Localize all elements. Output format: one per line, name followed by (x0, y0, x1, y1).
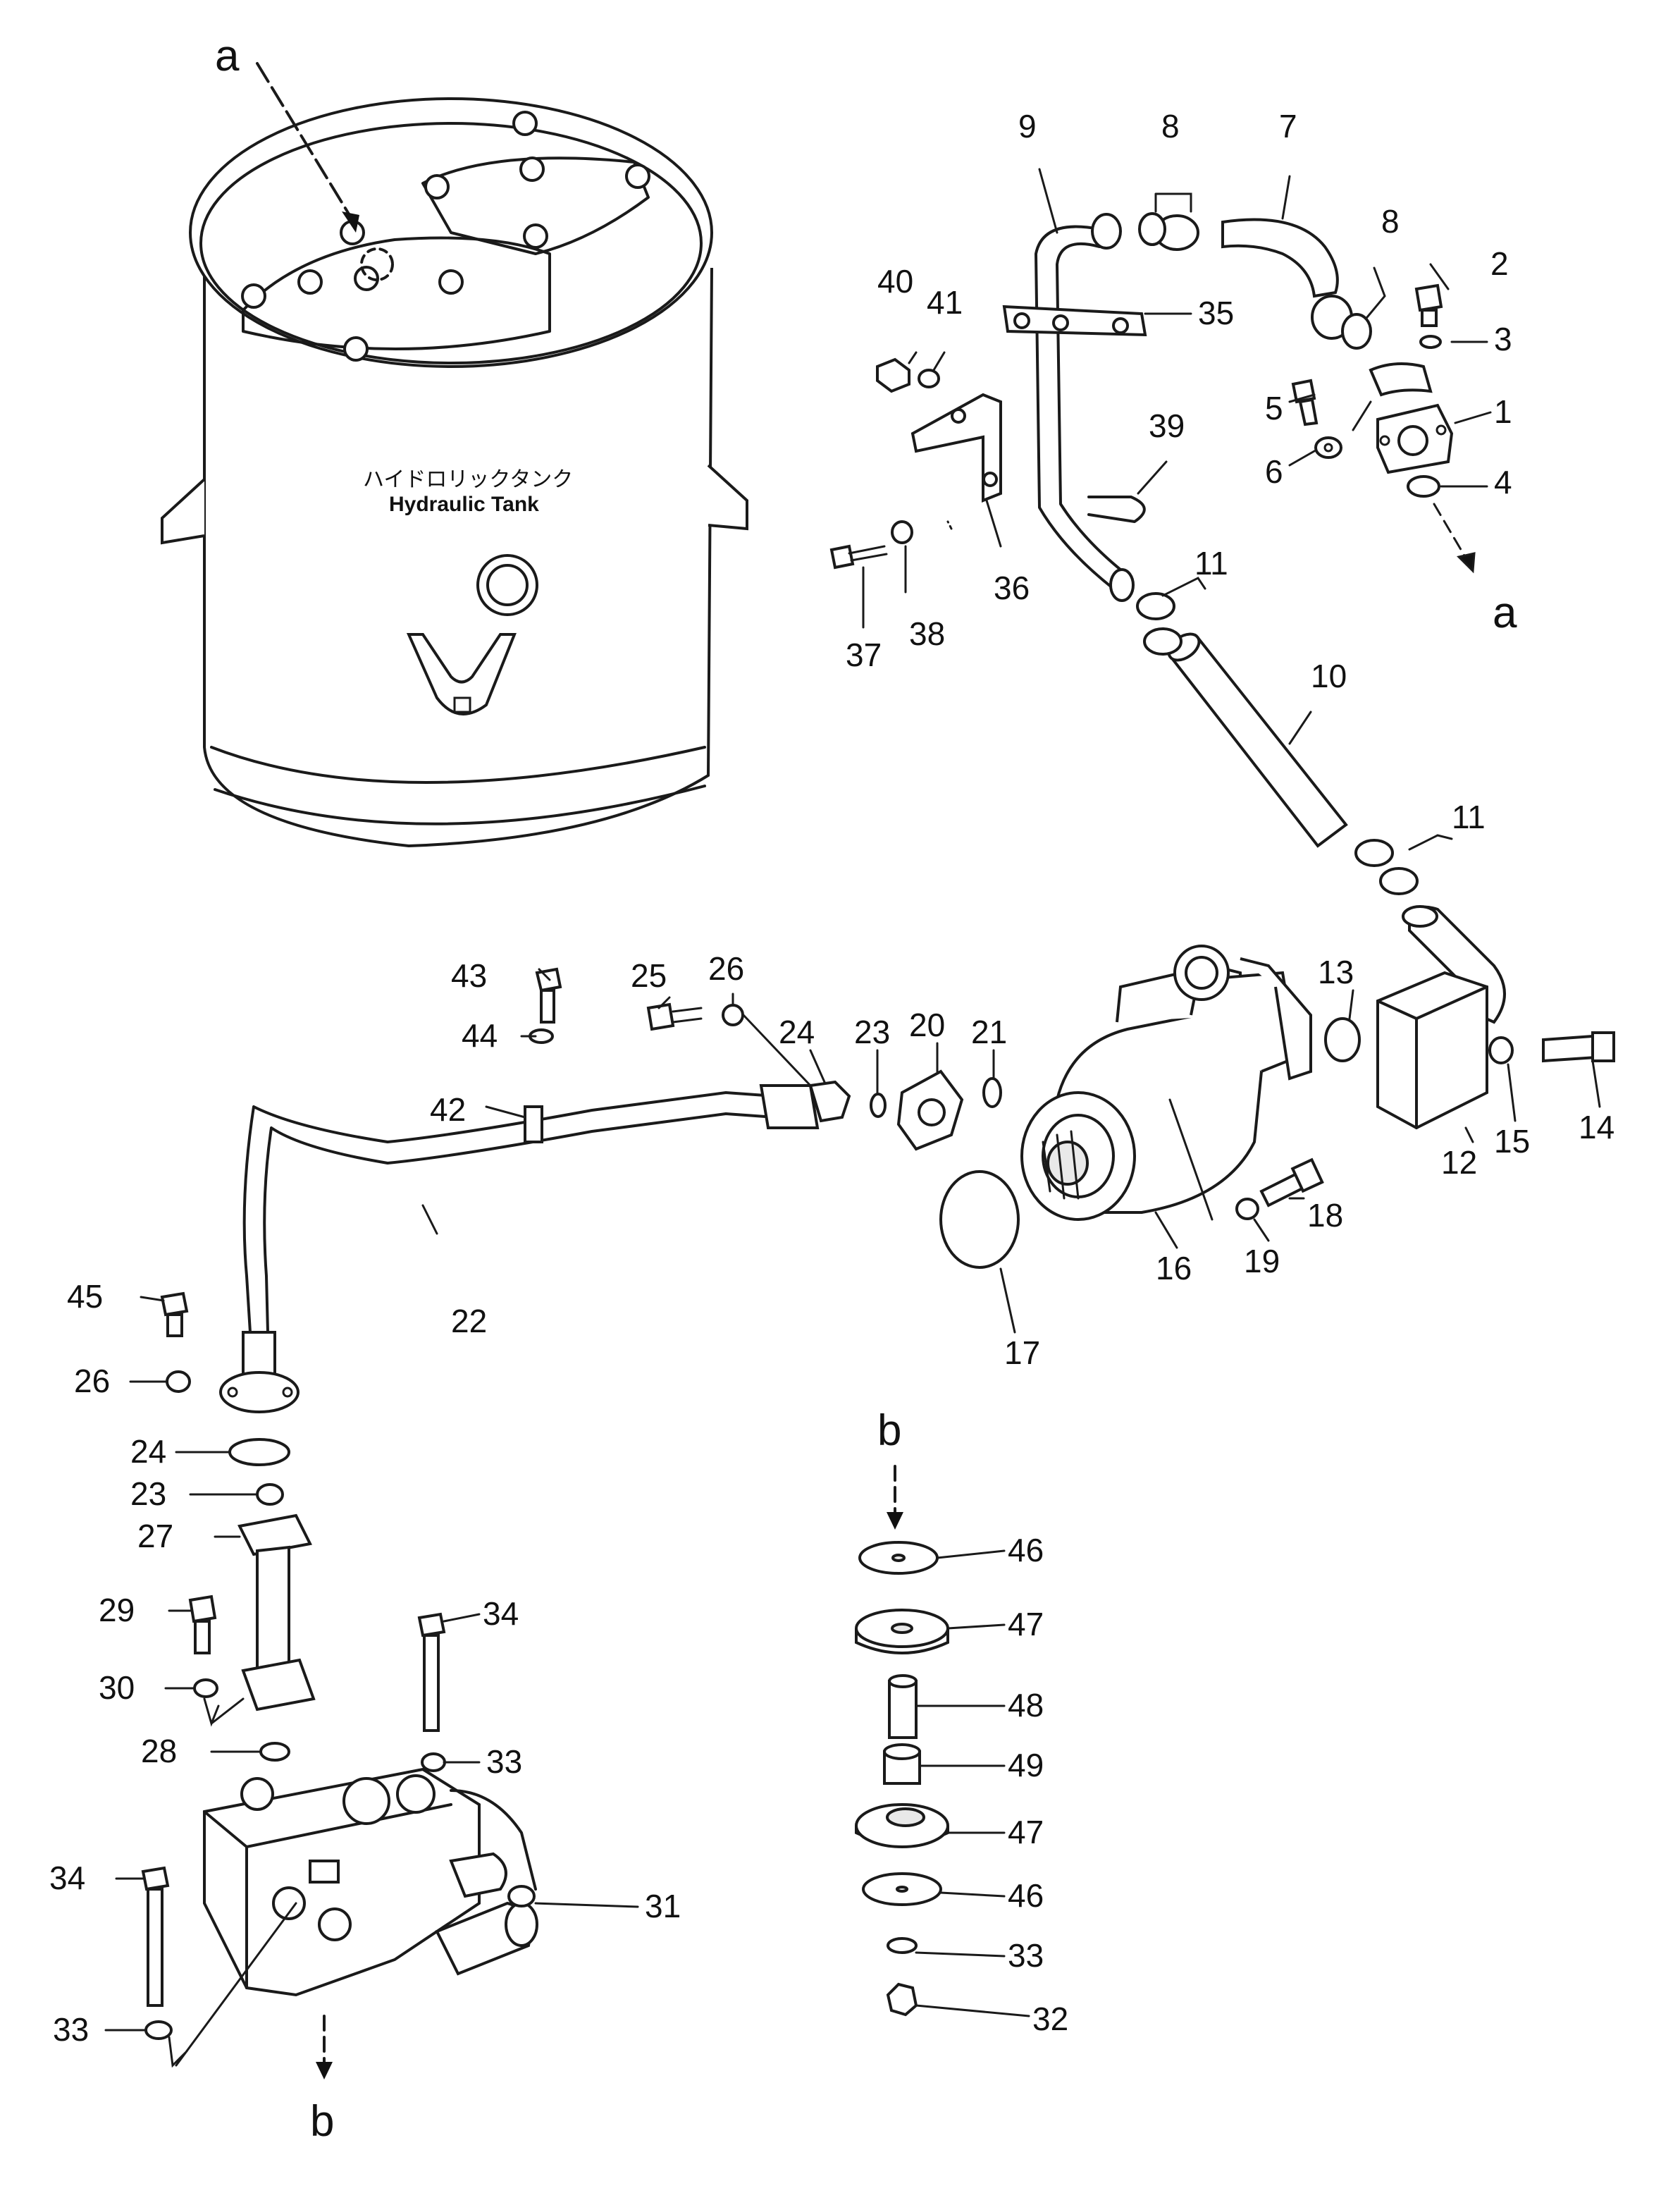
callout-13: 13 (1318, 954, 1354, 990)
callout-46-upper: 46 (1008, 1532, 1044, 1568)
callout-34-left: 34 (49, 1860, 85, 1896)
callout-15: 15 (1494, 1123, 1530, 1160)
pressure-hose (160, 967, 820, 1506)
callout-28: 28 (141, 1733, 177, 1769)
callout-3: 3 (1494, 321, 1512, 357)
callout-30: 30 (99, 1669, 135, 1706)
callout-18: 18 (1307, 1197, 1343, 1234)
callout-41: 41 (927, 284, 963, 321)
leader-lines (104, 168, 1601, 2068)
callout-29: 29 (99, 1592, 135, 1628)
callout-24-upper: 24 (779, 1014, 815, 1050)
callout-24-lower: 24 (130, 1433, 166, 1470)
callout-5: 5 (1265, 390, 1283, 426)
callout-12: 12 (1441, 1144, 1477, 1181)
callout-19: 19 (1244, 1243, 1280, 1279)
callout-8-upper: 8 (1161, 108, 1180, 145)
callout-33-valve-left: 33 (53, 2011, 89, 2048)
callout-26-upper: 26 (708, 950, 744, 987)
callout-4: 4 (1494, 464, 1512, 500)
callout-34-right: 34 (483, 1595, 519, 1632)
callout-22: 22 (451, 1303, 487, 1339)
view-marker-b-bottom: b (310, 2097, 334, 2146)
callout-labels: a 1 2 3 4 5 6 7 8 8 9 10 11 11 12 13 14 … (49, 108, 1614, 2048)
tank-label-en: Hydraulic Tank (389, 493, 539, 516)
callout-32: 32 (1032, 2001, 1068, 2037)
callout-37: 37 (846, 637, 882, 673)
callout-49: 49 (1008, 1747, 1044, 1783)
callout-33-mount: 33 (1008, 1937, 1044, 1974)
callout-45: 45 (67, 1278, 103, 1315)
callout-31: 31 (645, 1888, 681, 1924)
callout-2: 2 (1490, 245, 1509, 282)
callout-9: 9 (1018, 108, 1037, 145)
callout-23-upper: 23 (854, 1014, 890, 1050)
callout-42: 42 (430, 1091, 466, 1128)
callout-48: 48 (1008, 1687, 1044, 1723)
callout-36: 36 (994, 570, 1030, 606)
callout-11-lower: 11 (1452, 799, 1486, 835)
callout-46-lower: 46 (1008, 1877, 1044, 1914)
callout-38: 38 (909, 615, 945, 652)
callout-35: 35 (1198, 295, 1234, 331)
callout-7: 7 (1279, 108, 1297, 145)
view-marker-a-top: a (215, 32, 240, 80)
callout-16: 16 (1156, 1250, 1192, 1286)
hydraulic-pump (646, 945, 1324, 1269)
callout-8-lower: 8 (1381, 203, 1400, 240)
mount-stack: b (855, 1406, 949, 2017)
callout-39: 39 (1149, 407, 1185, 444)
tank-label-jp: ハイドロリックタンク (363, 467, 573, 492)
callout-14: 14 (1579, 1109, 1614, 1145)
callout-43: 43 (451, 957, 487, 994)
callout-20: 20 (909, 1007, 945, 1043)
control-valve-assembly: b (141, 1513, 538, 2146)
callout-17: 17 (1004, 1334, 1040, 1371)
callout-25: 25 (631, 957, 667, 994)
view-marker-a-right: a (1493, 589, 1517, 637)
callout-6: 6 (1265, 453, 1283, 490)
callout-1: 1 (1494, 393, 1512, 430)
callout-21: 21 (971, 1014, 1007, 1050)
callout-33-valve-right: 33 (486, 1743, 522, 1780)
callout-26-lower: 26 (74, 1363, 110, 1399)
callout-47-upper: 47 (1008, 1606, 1044, 1642)
callout-11-upper: 11 (1194, 545, 1228, 582)
callout-23-lower: 23 (130, 1475, 166, 1512)
callout-44: 44 (462, 1017, 498, 1054)
hydraulic-tank: ハイドロリックタンク Hydraulic Tank a (161, 32, 748, 848)
suction-line-assembly (829, 212, 1615, 1130)
callout-27: 27 (137, 1518, 173, 1554)
callout-10: 10 (1311, 658, 1347, 694)
view-marker-b-mid: b (877, 1406, 901, 1455)
callout-47-lower: 47 (1008, 1814, 1044, 1850)
callout-40: 40 (877, 263, 913, 300)
